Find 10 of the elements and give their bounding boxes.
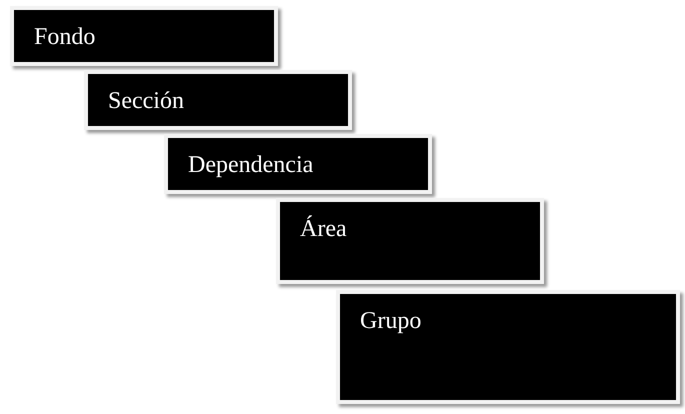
label-box [10,6,278,66]
label-box [336,290,680,404]
label-box [164,134,432,194]
box-title: Dependencia [188,152,314,179]
box-title: Grupo [360,308,422,335]
box-title: Sección [108,88,184,115]
label-box [84,70,352,130]
box-title: Área [300,216,347,243]
label-box [276,198,544,284]
box-title: Fondo [34,24,96,51]
